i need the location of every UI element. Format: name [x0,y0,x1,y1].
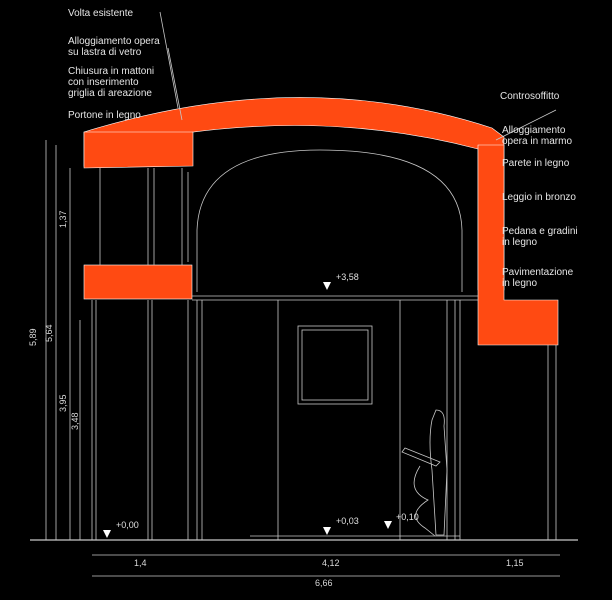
label-portone: Portone in legno [68,110,141,121]
label-parete-legno: Parete in legno [502,158,570,169]
dim-5-64: 5,64 [44,324,54,342]
dim-1-4: 1,4 [134,558,147,568]
dim-6-66: 6,66 [315,578,333,588]
label-controsoffitto: Controsoffitto [500,91,560,102]
label-alloggiamento-vetro: Alloggiamento opera su lastra di vetro [68,36,160,58]
label-pedana: Pedana e gradini in legno [502,226,578,248]
level-0-10: +0,10 [396,512,419,522]
label-volta-esistente: Volta esistente [68,8,134,19]
right-wall-section [477,144,559,346]
dim-4-12: 4,12 [322,558,340,568]
label-alloggiamento-marmo: Alloggiamento opera in marmo [502,125,573,147]
dim-3-48: 3,48 [70,412,80,430]
dim-1-15: 1,15 [506,558,524,568]
label-leggio: Leggio in bronzo [502,192,576,203]
controsoffitto-curve [196,149,463,292]
level-0-00: +0,00 [116,520,139,530]
leggio [401,447,441,467]
vault-section [83,97,505,291]
dim-3-95: 3,95 [58,394,68,412]
left-upper-block [83,131,194,169]
level-3-58: +3,58 [336,272,359,282]
left-lower-block [83,264,193,300]
artwork-frame [297,325,373,405]
label-chiusura-mattoni: Chiusura in mattoni con inserimento grig… [68,66,155,99]
dim-5-89: 5,89 [28,328,38,346]
dim-1-37: 1,37 [58,210,68,228]
level-0-03: +0,03 [336,516,359,526]
label-pavimentazione: Pavimentazione in legno [502,267,574,289]
figure-outline [429,409,448,536]
